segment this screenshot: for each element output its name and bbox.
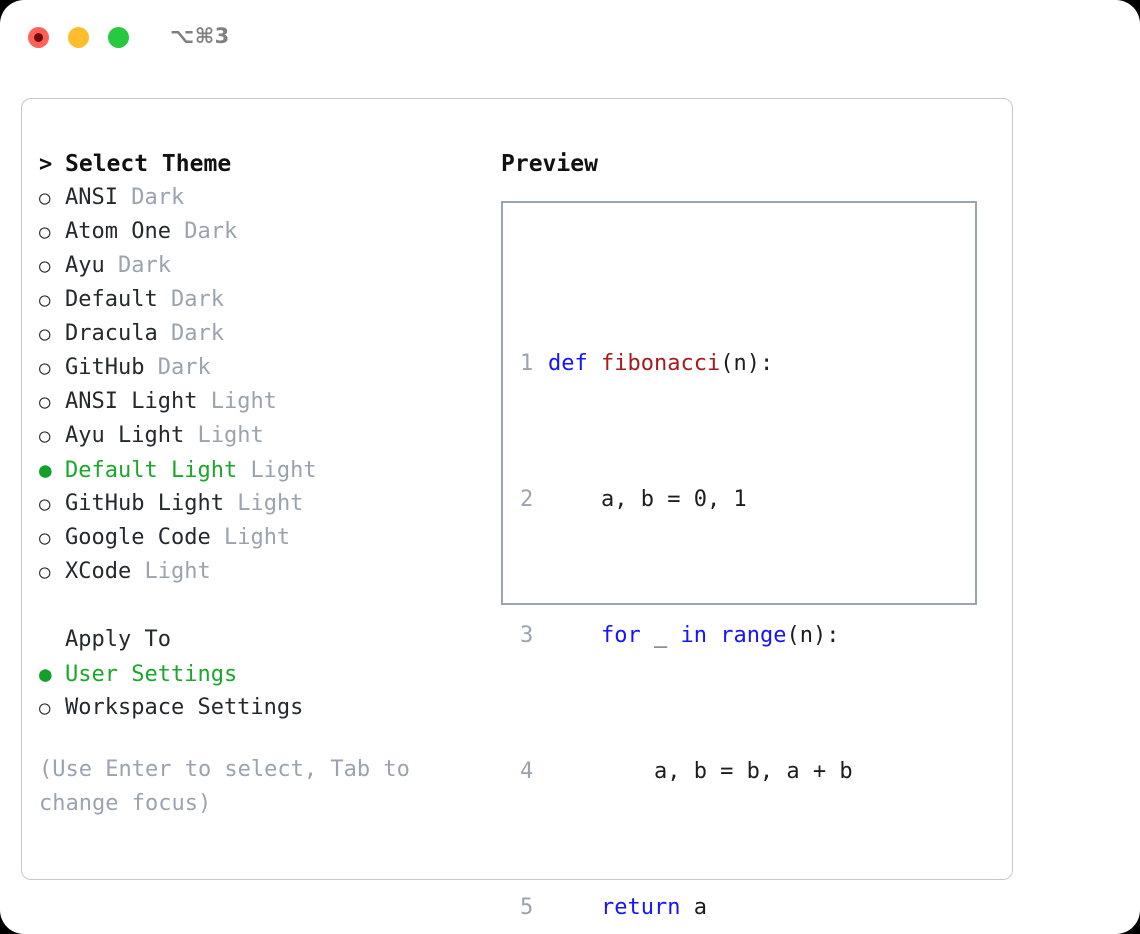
code-line: 2 a, b = 0, 1 bbox=[520, 483, 879, 517]
radio-unselected-icon: ○ bbox=[39, 527, 51, 549]
theme-item-suffix: Light bbox=[210, 389, 277, 414]
theme-item-label: Default bbox=[65, 287, 158, 312]
code-token: a, b = 0, 1 bbox=[548, 487, 747, 512]
line-number: 3 bbox=[520, 623, 534, 648]
theme-item-github-light[interactable]: ○ GitHub Light Light bbox=[39, 487, 479, 521]
theme-item-label: GitHub Light bbox=[65, 491, 224, 516]
select-theme-header: > Select Theme bbox=[39, 147, 479, 181]
theme-item-google-code[interactable]: ○ Google Code Light bbox=[39, 521, 479, 555]
theme-item-suffix: Dark bbox=[170, 321, 224, 346]
code-token: a, b = b, a + b bbox=[548, 759, 853, 784]
line-number: 2 bbox=[520, 487, 534, 512]
code-line: 1 def fibonacci(n): bbox=[520, 347, 879, 381]
apply-to-item-workspace-settings[interactable]: ○ Workspace Settings bbox=[39, 691, 479, 725]
radio-unselected-icon: ○ bbox=[39, 697, 51, 719]
select-theme-header-label: Select Theme bbox=[65, 151, 232, 177]
code-token: fibonacci bbox=[600, 351, 721, 376]
radio-selected-icon: ● bbox=[39, 662, 52, 686]
theme-item-suffix: Light bbox=[197, 423, 264, 448]
theme-item-default-light[interactable]: ● Default Light Light bbox=[39, 453, 479, 487]
code-token: _ bbox=[640, 623, 681, 648]
theme-item-label: ANSI bbox=[65, 185, 118, 210]
radio-unselected-icon: ○ bbox=[39, 391, 51, 413]
theme-item-ansi-light[interactable]: ○ ANSI Light Light bbox=[39, 385, 479, 419]
theme-item-suffix: Light bbox=[223, 525, 291, 550]
code-token: for bbox=[600, 623, 641, 648]
code-token bbox=[548, 623, 601, 648]
code-token bbox=[548, 895, 601, 920]
code-token: (n): bbox=[720, 351, 774, 376]
theme-item-suffix: Light bbox=[237, 491, 304, 516]
theme-item-dracula-dark[interactable]: ○ Dracula Dark bbox=[39, 317, 479, 351]
radio-unselected-icon: ○ bbox=[39, 493, 51, 515]
maximize-button[interactable] bbox=[108, 27, 129, 48]
list-spacer bbox=[39, 589, 479, 623]
code-token: in bbox=[680, 623, 721, 648]
theme-item-suffix: Dark bbox=[131, 185, 185, 210]
theme-item-ayu-dark[interactable]: ○ Ayu Dark bbox=[39, 249, 479, 283]
theme-item-atom-one-dark[interactable]: ○ Atom One Dark bbox=[39, 215, 479, 249]
radio-unselected-icon: ○ bbox=[39, 187, 51, 209]
theme-item-suffix: Light bbox=[144, 559, 211, 584]
line-number: 5 bbox=[520, 895, 534, 920]
theme-item-github-dark[interactable]: ○ GitHub Dark bbox=[39, 351, 479, 385]
radio-unselected-icon: ○ bbox=[39, 357, 51, 379]
apply-to-item-label: User Settings bbox=[65, 662, 238, 687]
theme-item-label: ANSI Light bbox=[65, 389, 198, 414]
theme-item-label: Ayu Light bbox=[65, 423, 185, 448]
theme-item-xcode[interactable]: ○ XCode Light bbox=[39, 555, 479, 589]
code-token: return bbox=[600, 895, 681, 920]
keyboard-hint-text: (Use Enter to select, Tab to change focu… bbox=[39, 757, 410, 816]
keyboard-shortcut-label: ⌥⌘3 bbox=[170, 24, 230, 48]
theme-item-suffix: Dark bbox=[184, 219, 238, 244]
theme-item-label: Default Light bbox=[65, 458, 238, 483]
theme-item-label: Atom One bbox=[65, 219, 171, 244]
radio-unselected-icon: ○ bbox=[39, 289, 51, 311]
theme-item-default-dark[interactable]: ○ Default Dark bbox=[39, 283, 479, 317]
theme-item-ayu-light[interactable]: ○ Ayu Light Light bbox=[39, 419, 479, 453]
close-button[interactable] bbox=[28, 27, 49, 48]
radio-unselected-icon: ○ bbox=[39, 255, 51, 277]
code-line: 3 for _ in range(n): bbox=[520, 619, 879, 653]
theme-item-suffix: Dark bbox=[118, 253, 171, 278]
theme-selector-column: >Select Theme ○ANSI Dark ○Atom One Dark … bbox=[39, 147, 479, 821]
theme-item-suffix: Light bbox=[250, 458, 317, 483]
panel-columns: >Select Theme ○ANSI Dark ○Atom One Dark … bbox=[22, 99, 1012, 920]
code-token: a bbox=[680, 895, 707, 920]
line-number: 4 bbox=[520, 759, 534, 784]
theme-item-label: Ayu bbox=[65, 253, 105, 278]
radio-unselected-icon: ○ bbox=[39, 425, 51, 447]
theme-item-suffix: Dark bbox=[170, 287, 224, 312]
apply-to-item-label: Workspace Settings bbox=[65, 695, 304, 720]
theme-item-ansi-dark[interactable]: ○ ANSI Dark bbox=[39, 181, 479, 215]
radio-unselected-icon: ○ bbox=[39, 561, 51, 583]
code-token: range bbox=[720, 623, 787, 648]
preview-title: Preview bbox=[501, 151, 598, 177]
theme-item-label: Dracula bbox=[65, 321, 158, 346]
apply-to-header-label: Apply To bbox=[65, 627, 171, 652]
radio-selected-icon: ● bbox=[39, 458, 52, 482]
theme-item-label: GitHub bbox=[65, 355, 145, 380]
code-line: 4 a, b = b, a + b bbox=[520, 755, 879, 789]
titlebar: ⌥⌘3 bbox=[0, 0, 1140, 78]
radio-unselected-icon: ○ bbox=[39, 323, 51, 345]
theme-item-label: Google Code bbox=[65, 525, 211, 550]
minimize-button[interactable] bbox=[68, 27, 89, 48]
code-token: (n): bbox=[786, 623, 840, 648]
code-line: 5 return a bbox=[520, 891, 879, 925]
apply-to-item-user-settings[interactable]: ● User Settings bbox=[39, 657, 479, 691]
line-number: 1 bbox=[520, 351, 534, 376]
radio-unselected-icon: ○ bbox=[39, 221, 51, 243]
code-token: def bbox=[548, 351, 601, 376]
theme-item-suffix: Dark bbox=[157, 355, 211, 380]
main-panel: >Select Theme ○ANSI Dark ○Atom One Dark … bbox=[21, 98, 1013, 920]
theme-item-label: XCode bbox=[65, 559, 132, 584]
prompt-caret-icon: > bbox=[39, 152, 53, 177]
apply-to-header: ○Apply To bbox=[39, 623, 479, 657]
